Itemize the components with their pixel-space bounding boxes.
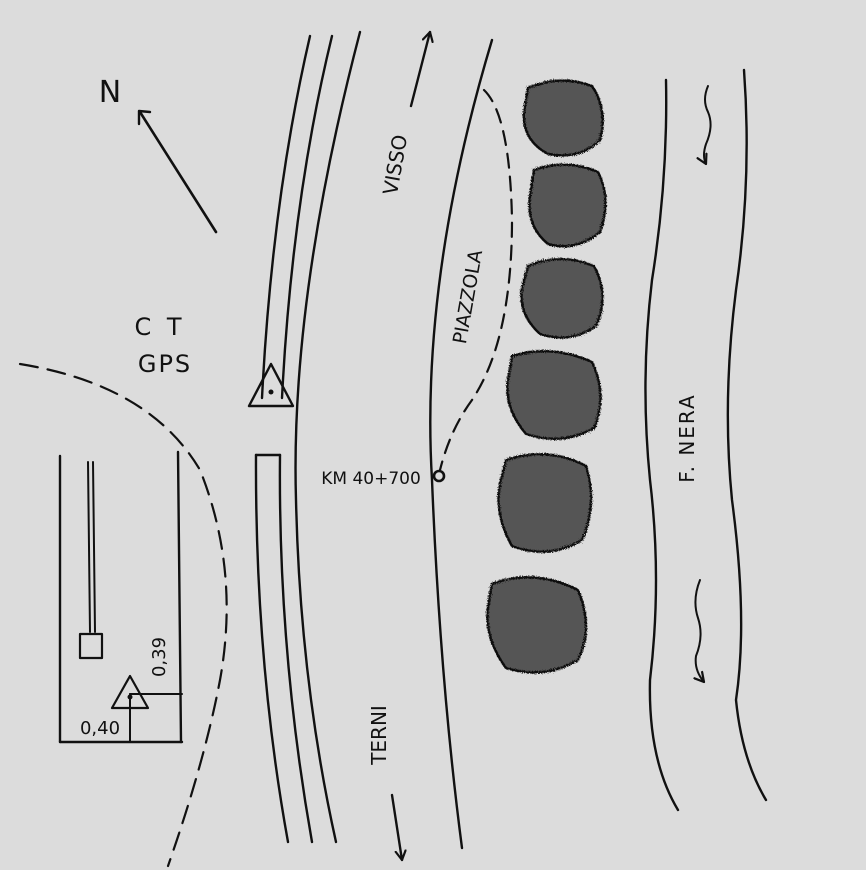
- offset-label-b: 0,40: [80, 718, 120, 739]
- gps-station-label: C T GPS: [134, 313, 192, 378]
- milestone-marker: KM 40+700: [321, 469, 446, 489]
- milestone-point-icon: [432, 469, 446, 483]
- direction-visso-label: VISSO: [378, 133, 412, 197]
- river-label: F. NERA: [675, 393, 699, 482]
- direction-north: VISSO: [378, 30, 430, 197]
- direction-south: TERNI: [367, 705, 402, 862]
- station-label-line2: GPS: [138, 350, 192, 378]
- flow-arrow-icon: [704, 85, 712, 164]
- benchmark-square: [78, 632, 104, 660]
- monument-marker: [247, 362, 295, 408]
- access-path-dashed: [18, 362, 228, 868]
- layby-label: PIAZZOLA: [449, 248, 487, 345]
- direction-terni-label: TERNI: [367, 705, 391, 766]
- offset-label-a: 0,39: [149, 637, 170, 677]
- north-label: N: [99, 75, 121, 110]
- tree-icon: [522, 79, 604, 157]
- tree-icon: [486, 576, 588, 674]
- north-arrow: N: [99, 75, 218, 234]
- flow-arrow-icon: [695, 579, 704, 682]
- milestone-label: KM 40+700: [321, 469, 421, 489]
- river: F. NERA: [644, 68, 768, 812]
- tree-row: [486, 79, 607, 674]
- station-label-line1: C T: [134, 313, 185, 341]
- tree-icon: [497, 452, 593, 553]
- road: [254, 30, 494, 850]
- monument-detail-inset: 0,39 0,40: [58, 450, 184, 744]
- tree-icon: [528, 163, 607, 248]
- layby: PIAZZOLA: [438, 88, 514, 472]
- tree-icon: [520, 257, 604, 339]
- tree-icon: [506, 349, 602, 440]
